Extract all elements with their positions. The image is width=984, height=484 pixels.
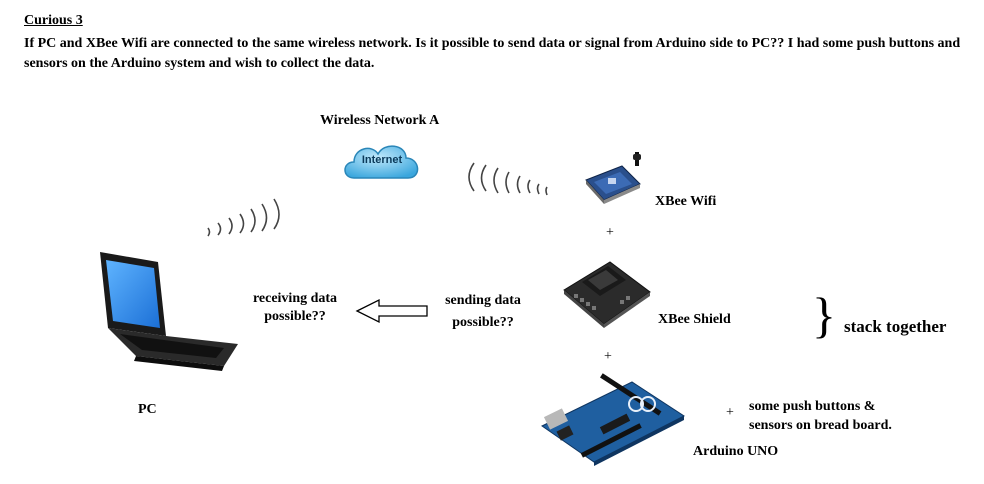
plus-3: +: [726, 405, 734, 420]
wifi-waves-left-icon: [207, 198, 280, 237]
xbee-wifi-module-icon: [585, 152, 641, 204]
brace-symbol: }: [812, 287, 836, 343]
pc-label: PC: [138, 402, 157, 417]
network-label: Wireless Network A: [320, 113, 440, 128]
arduino-uno-board-icon: [541, 373, 685, 466]
plus-2: +: [604, 349, 612, 364]
internet-label: Internet: [361, 154, 403, 166]
question-text: If PC and XBee Wifi are connected to the…: [24, 36, 961, 71]
plus-1: +: [606, 225, 614, 240]
wifi-waves-right-icon: [468, 162, 548, 196]
internet-cloud-icon: Internet: [340, 138, 424, 190]
arduino-uno-label: Arduino UNO: [693, 444, 779, 459]
extras-label: some push buttons & sensors on bread boa…: [749, 399, 892, 433]
page-title: Curious 3: [24, 13, 83, 28]
stack-together-label: stack together: [844, 317, 947, 336]
receiving-label: receiving data possible??: [252, 291, 338, 324]
xbee-wifi-label: XBee Wifi: [655, 194, 717, 209]
sending-label: sending data possible??: [445, 293, 521, 330]
xbee-shield-icon: [563, 261, 651, 328]
laptop-icon: [100, 252, 238, 371]
xbee-shield-label: XBee Shield: [658, 312, 731, 327]
left-arrow-icon: [355, 298, 428, 324]
